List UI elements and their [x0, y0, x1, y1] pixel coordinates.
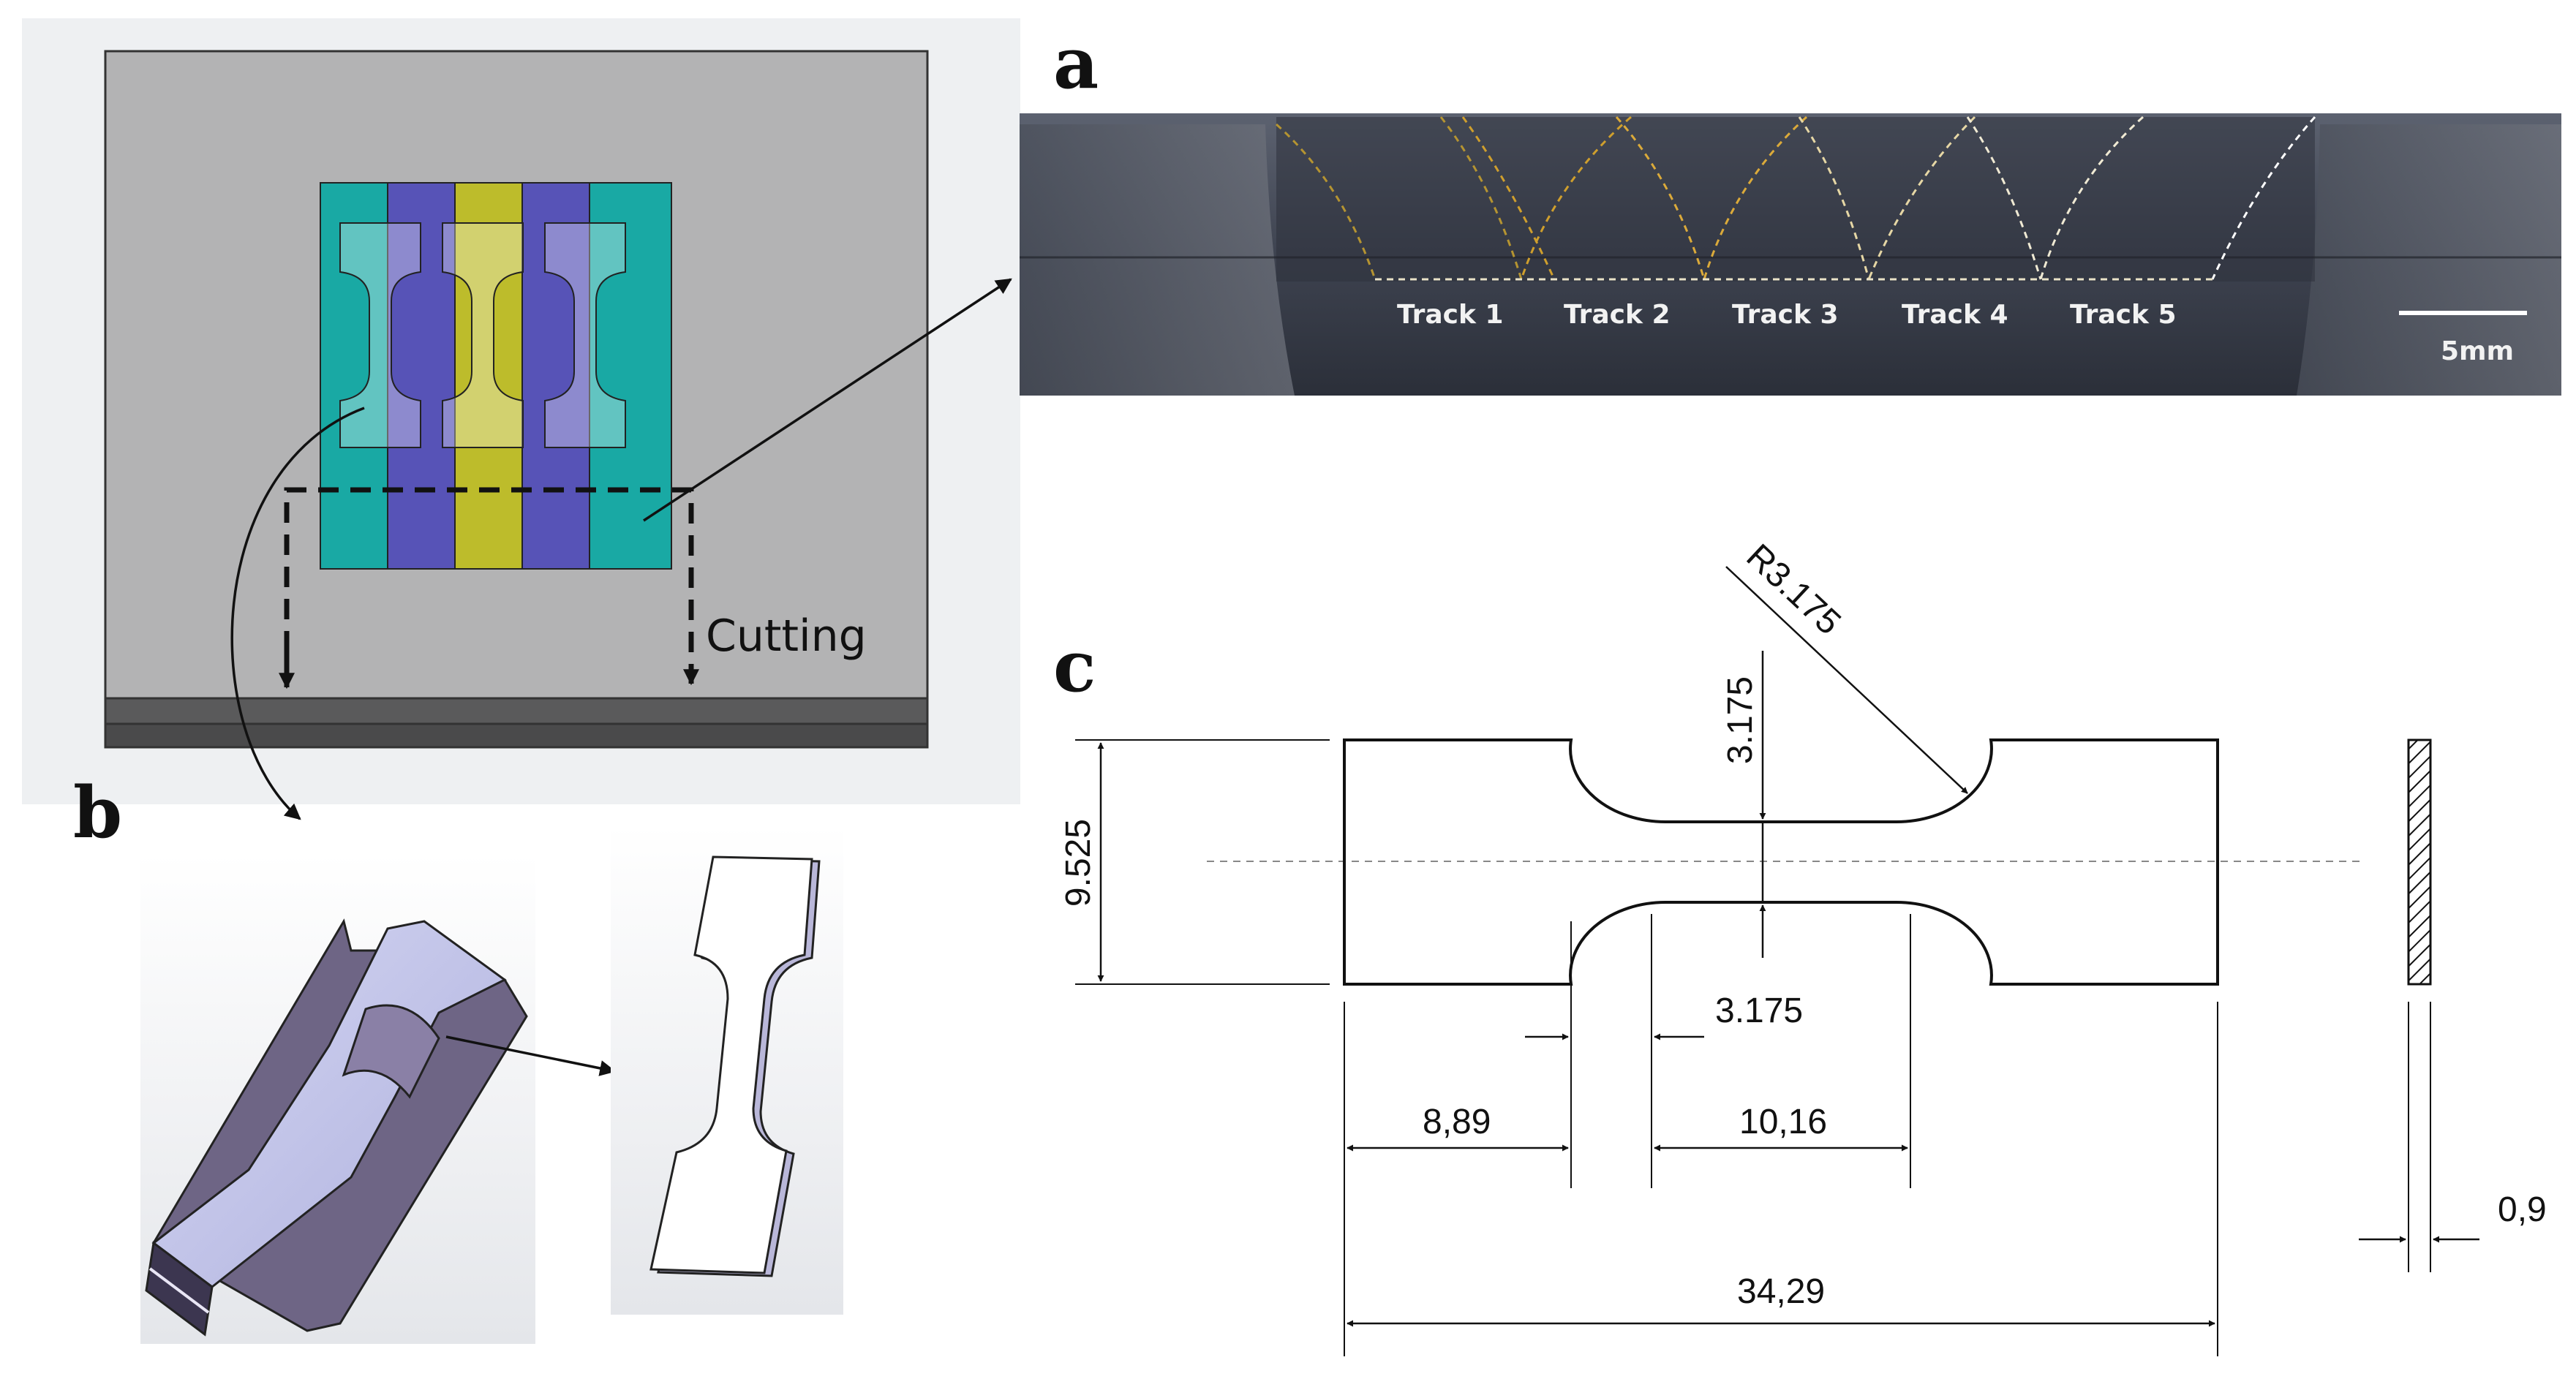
block-top-face [151, 920, 507, 1288]
panel-b: b [73, 771, 843, 1344]
track-6-boundary [2211, 116, 2316, 280]
dim-overall-length-label: 34,29 [1737, 1272, 1825, 1311]
track-2-boundary [1461, 116, 1632, 280]
track-3-boundary [1615, 116, 1808, 280]
track-4-boundary [1798, 116, 1976, 280]
block-front-face [145, 1241, 214, 1337]
dim-radius-label: R3.175 [1739, 537, 1848, 642]
panel-c-letter: c [1053, 625, 1096, 708]
panel-a-letter: a [1053, 22, 1099, 105]
cad-overview: Cutting [22, 18, 1020, 820]
track-3-label: Track 3 [1732, 300, 1839, 330]
track-1-label: Track 1 [1397, 300, 1504, 330]
dim-thickness-label: 0,9 [2498, 1190, 2547, 1229]
micrograph-left-substrate [1020, 124, 1295, 396]
panel-c: c 9.525 3.175 R3.175 3.175 8,89 10,16 [1053, 537, 2547, 1356]
track-5-boundary [1966, 116, 2144, 280]
scale-bar-label: 5mm [2441, 336, 2514, 366]
track-4-label: Track 4 [1902, 300, 2008, 330]
track-boundaries [1276, 116, 2316, 281]
block-layer-line [148, 1267, 210, 1314]
micrograph-right-substrate [2297, 124, 2561, 396]
callout-arrows [230, 278, 1012, 820]
strip-teal-right [589, 182, 672, 570]
plate-edge-top [104, 697, 929, 725]
strip-teal-left [320, 182, 388, 570]
track-1-boundary [1276, 116, 1523, 280]
track-2-label: Track 2 [1564, 300, 1671, 330]
thickness-section [2407, 738, 2432, 986]
dim-gauge-width-label: 3.175 [1721, 676, 1760, 764]
dim-radius-leader [1725, 566, 1968, 794]
panel-a: a Track 1 Track 2 Track 3 Track 4 Track … [1020, 22, 2561, 396]
flat-specimen-face [649, 855, 813, 1274]
dogbone-outline-3 [544, 222, 626, 448]
strip-olive-center [454, 182, 523, 570]
cutting-label: Cutting [706, 611, 867, 662]
arrow-to-panel-b [230, 407, 365, 820]
dogbone-outline-1 [339, 222, 421, 448]
micrograph-deposit-region [1276, 117, 2315, 282]
strip-indigo-right [521, 182, 590, 570]
plate-edge-bottom [104, 722, 929, 749]
arrow-block-to-specimen [445, 1035, 617, 1076]
arrow-to-panel-a [643, 278, 1012, 522]
dogbone-outline-2 [442, 222, 524, 448]
specimen-block [145, 918, 528, 1337]
flat-dogbone-specimen [649, 855, 821, 1277]
block-notch [342, 1004, 440, 1099]
cutting-lines: Cutting [279, 487, 867, 690]
cutting-dashed-path [284, 487, 699, 686]
dim-fillet-label: 3.175 [1715, 991, 1803, 1030]
dogbone-profile [1343, 738, 2219, 986]
specimen-outlines [339, 222, 626, 448]
panel-b-letter: b [73, 771, 122, 854]
dim-gauge-length-label: 10,16 [1739, 1103, 1827, 1141]
dim-grip-length-label: 8,89 [1423, 1103, 1491, 1141]
track-5-label: Track 5 [2070, 300, 2177, 330]
dim-width-label: 9.525 [1059, 819, 1098, 907]
